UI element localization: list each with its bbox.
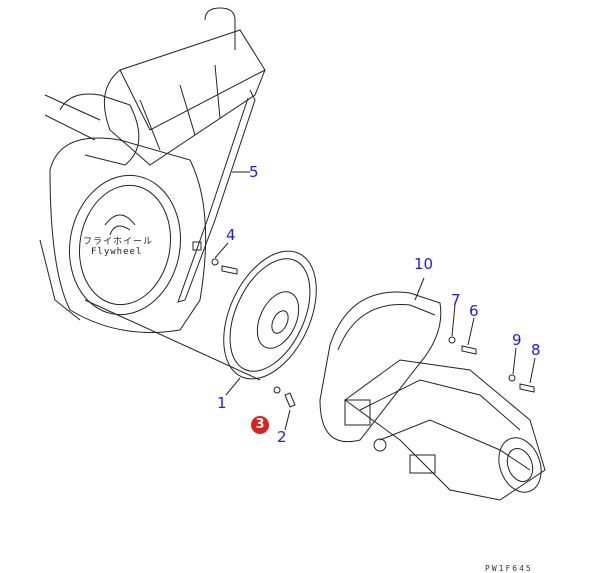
muffler-part bbox=[44, 7, 266, 166]
callout-6[interactable]: 6 bbox=[469, 302, 479, 320]
callout-5[interactable]: 5 bbox=[249, 163, 259, 181]
callout-4[interactable]: 4 bbox=[226, 226, 236, 244]
flywheel-label-jp: フライホイール bbox=[83, 237, 154, 247]
callout-3-highlighted[interactable]: 3 bbox=[251, 416, 269, 434]
flywheel-housing bbox=[39, 137, 261, 381]
pipe-part-5 bbox=[177, 89, 256, 303]
pump-assembly bbox=[319, 277, 546, 501]
callout-8[interactable]: 8 bbox=[531, 341, 541, 359]
callout-9[interactable]: 9 bbox=[512, 331, 522, 349]
bolts-parts-6-9 bbox=[448, 304, 536, 393]
callout-7[interactable]: 7 bbox=[451, 291, 461, 309]
callout-10[interactable]: 10 bbox=[414, 255, 434, 273]
callout-2[interactable]: 2 bbox=[277, 428, 287, 446]
damper-disc-part-1 bbox=[223, 250, 317, 396]
bolt-part-4 bbox=[192, 241, 238, 275]
callout-1[interactable]: 1 bbox=[217, 394, 227, 412]
bolt-part-2 bbox=[273, 386, 296, 431]
drawing-code: PW1F645 bbox=[485, 564, 533, 573]
flywheel-label-en: Flywheel bbox=[91, 247, 143, 257]
